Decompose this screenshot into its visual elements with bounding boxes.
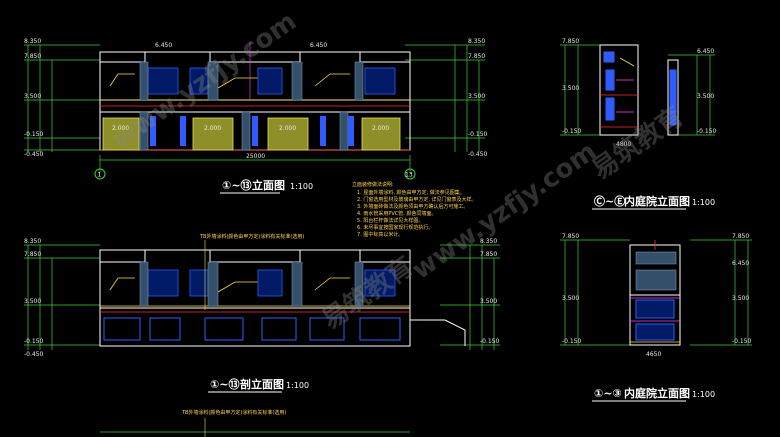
drawing-title: 立面图 [252,178,285,192]
total-width: 25000 [246,153,265,160]
width-label: 4650 [646,351,661,358]
garage-door [192,117,234,151]
level-label: 7.850 [732,233,749,240]
width-label: 4800 [616,141,631,148]
door-label: 2.000 [372,125,389,132]
level-label: 7.850 [562,233,579,240]
front-elevation-right-dims [405,44,485,152]
notes-heading: 立面装修做法说明: [352,181,394,188]
level-label: -0.150 [480,338,500,345]
courtyard-elevation-13: 7.850 3.500 -0.150 7.850 6.450 3.500 -0.… [560,233,752,402]
level-label: 7.850 [480,251,497,258]
watermark-brand: 易筑教育 [316,251,419,336]
level-label: 7.850 [468,53,485,60]
notes-item: 3. 外墙面砖做法及颜色须由甲方确认后方可施工。 [357,203,468,210]
level-label: 6.450 [732,260,749,267]
design-notes: 立面装修做法说明: 1. 屋面外墙涂料, 颜色由甲方定, 做法参见图集。 2. … [352,181,477,238]
level-label: -0.450 [24,151,44,158]
drawing-title: 内庭院立面图 [624,194,690,208]
courtyard-elevation-ce: 7.850 3.500 -0.150 6.450 3.500 -0.150 48… [560,38,717,210]
door-label: 2.000 [279,125,296,132]
notes-item: 7. 图中标高以米计。 [357,231,403,238]
bottom-heading: TB外墙涂料(颜色由甲方定)涂料有关标准(选用) [181,409,286,416]
level-label: 3.500 [732,295,749,302]
level-label: 8.350 [24,38,41,45]
level-label: 3.500 [562,85,579,92]
axis-label: 1 [98,172,102,179]
front-elevation-entries [150,116,354,146]
notes-item: 5. 阳台栏杆做法详见大样图。 [357,217,423,224]
notes-item: 1. 屋面外墙涂料, 颜色由甲方定, 做法参见图集。 [357,189,465,196]
garage-door [267,117,309,151]
level-label: 8.350 [468,38,485,45]
level-label: 8.350 [24,238,41,245]
notes-item: 4. 雨水管采用PVC管, 颜色同墙面。 [357,210,436,217]
level-label: -0.450 [24,351,44,358]
level-label: 7.850 [24,53,41,60]
notes-item: 2. 门窗选用型材及玻璃由甲方定, 详见门窗表及大样。 [357,196,477,203]
drawing-scale: 1:100 [692,198,715,207]
level-label: -0.150 [732,338,752,345]
level-label: 3.500 [24,93,41,100]
level-label: -0.150 [697,128,717,135]
level-label: -0.150 [24,338,44,345]
axis-bubble [94,168,106,180]
drawing-title: 剖立面图 [240,377,284,391]
level-label: 3.500 [468,93,485,100]
level-label: -0.150 [562,128,582,135]
front-elevation-stone-panels [139,61,364,151]
garage-door [102,117,140,151]
axis-label: 13 [405,172,413,179]
level-label: 6.450 [155,42,172,49]
section-heading: TB外墙涂料(颜色由甲方定)涂料有关标准(选用) [199,233,304,240]
bottom-partial-drawing: TB外墙涂料(颜色由甲方定)涂料有关标准(选用) [100,409,410,437]
level-label: -0.150 [468,131,488,138]
level-label: 8.350 [480,238,497,245]
front-elevation-left-dims [24,44,100,152]
drawing-title-axes: Ⓒ~Ⓔ [594,194,625,208]
drawing-title-axes: ①~⑬ [210,377,240,391]
level-label: -0.150 [562,338,582,345]
level-label: 3.500 [480,298,497,305]
garage-door [361,117,401,151]
front-elevation-red-lines [100,105,410,151]
drawing-scale: 1:100 [692,390,715,399]
level-label: 3.500 [697,93,714,100]
level-label: 6.450 [697,48,714,55]
notes-item: 6. 未尽事宜按国家现行规范执行。 [357,224,433,231]
section-elevation: TB外墙涂料(颜色由甲方定)涂料有关标准(选用) [24,233,500,393]
front-elevation-upper-windows [147,67,396,95]
level-label: 7.850 [24,251,41,258]
level-label: -0.150 [24,131,44,138]
level-label: -0.450 [468,151,488,158]
front-elevation: 2.000 2.000 2.000 2.000 8.350 7.850 3.50… [24,38,488,194]
drawing-title-axes: ①~③ [594,387,622,400]
door-label: 2.000 [204,125,221,132]
level-label: 3.500 [562,295,579,302]
door-label: 2.000 [112,125,129,132]
level-label: 6.450 [310,42,327,49]
axis-bubble [404,168,416,180]
drawing-scale: 1:100 [286,381,309,390]
drawing-title-axes: ①~⑬ [222,178,252,192]
drawing-scale: 1:100 [290,182,313,191]
level-label: 7.850 [562,38,579,45]
drawing-title: 内庭院立面图 [624,386,690,400]
front-elevation-garage-doors: 2.000 2.000 2.000 2.000 [102,117,401,151]
level-label: 3.500 [24,298,41,305]
